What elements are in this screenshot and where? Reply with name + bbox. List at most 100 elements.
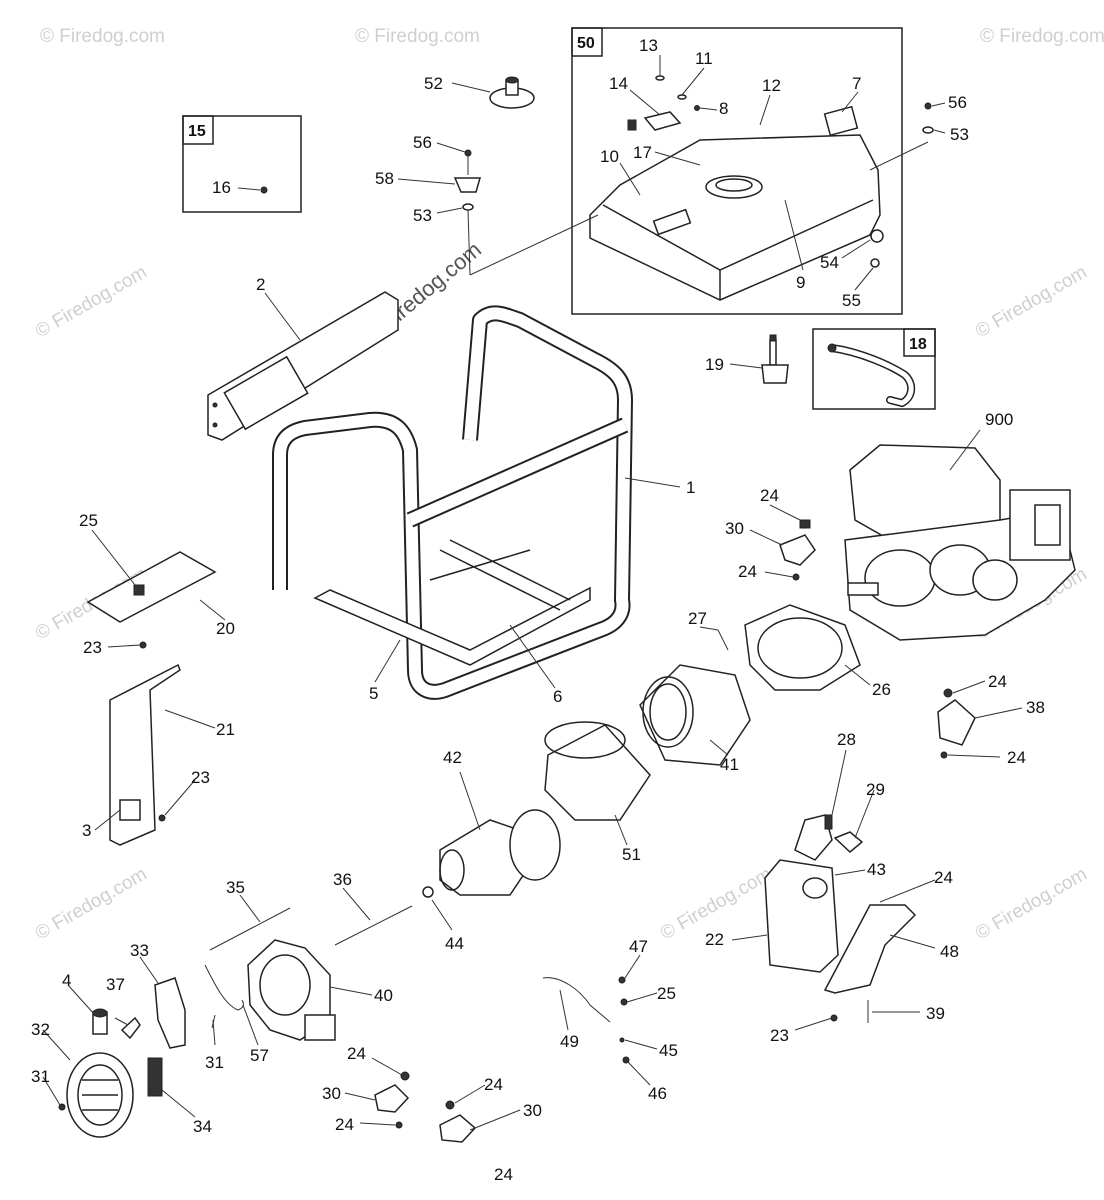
callout: 28 [837,730,856,749]
kit-box-label: 50 [577,35,595,52]
callout: 11 [695,49,713,68]
fuel-tank [589,75,929,301]
rotor [439,809,561,896]
callout: 24 [347,1044,366,1063]
callout: 39 [926,1004,945,1023]
callout: 44 [445,934,464,953]
callout: 5 [369,684,378,703]
callout: 19 [705,355,724,374]
watermark: © Firedog.com [40,26,165,47]
callout: 40 [374,986,393,1005]
callout: 49 [560,1032,579,1051]
kit-box-50: 50 [571,27,903,315]
callout: 25 [657,984,676,1003]
callout: 34 [193,1117,212,1136]
engine-mount [779,519,816,581]
callout: 36 [333,870,352,889]
watermark: © Firedog.com [32,864,151,945]
callout: 56 [948,93,967,112]
kit-box-label: 15 [188,123,206,140]
fuel-cap [489,76,535,109]
stator-cover [544,721,651,821]
kit-box-18: 18 [812,328,936,410]
callout: 41 [720,755,739,774]
callout: 35 [226,878,245,897]
callout: 55 [842,291,861,310]
watermark: © Firedog.com [32,262,151,343]
panel [86,551,217,623]
callout: 31 [31,1067,50,1086]
callout: 47 [629,937,648,956]
callout: 16 [212,178,231,197]
watermark: © Firedog.com [972,864,1091,945]
callout: 12 [762,76,781,95]
callout: 2 [256,275,265,294]
receptacle-part [92,1008,108,1035]
fuel-line-2 [827,343,916,408]
kit-box-label: 18 [909,336,927,353]
callout: 56 [413,133,432,152]
watermark: © Firedog.com [972,262,1091,343]
frame [272,305,633,700]
callout: 22 [705,930,724,949]
callout: 6 [553,687,562,706]
callout: 7 [852,74,861,93]
callout: 21 [216,720,235,739]
callout: 32 [31,1020,50,1039]
page-number: 24 [494,1165,513,1184]
callout: 14 [609,74,628,93]
callout: 46 [648,1084,667,1103]
callout: 42 [443,748,462,767]
watermark: © Firedog.com [355,26,480,47]
callout: 43 [867,860,886,879]
callout: 37 [106,975,125,994]
callout: 23 [770,1026,789,1045]
callout: 24 [738,562,757,581]
callout: 24 [988,672,1007,691]
callout: 20 [216,619,235,638]
kit-box-15: 15 [182,115,302,213]
callout: 24 [484,1075,503,1094]
callout: 17 [633,143,652,162]
callout: 27 [688,609,707,628]
callout: 48 [940,942,959,961]
callout: 30 [322,1084,341,1103]
end-bell [247,939,336,1041]
fuel-line [213,149,282,195]
callout: 24 [760,486,779,505]
stator [639,664,751,766]
callout: 24 [1007,748,1026,767]
callout: 3 [82,821,91,840]
side-panel [109,663,181,846]
callout: 23 [191,768,210,787]
callout: 30 [523,1101,542,1120]
callouts: 13 11 14 12 7 8 17 10 9 54 55 52 56 58 5… [31,36,1045,1136]
callout: 23 [83,638,102,657]
callout: 24 [934,868,953,887]
callout: 26 [872,680,891,699]
callout: 13 [639,36,658,55]
callout: 58 [375,169,394,188]
callout: 9 [796,273,805,292]
callout: 8 [719,99,728,118]
callout: 30 [725,519,744,538]
callout: 24 [335,1115,354,1134]
callout: 4 [62,971,71,990]
callout: 33 [130,941,149,960]
handle-bracket [207,291,399,441]
leader-lines [42,55,1023,1131]
callout: 38 [1026,698,1045,717]
callout: 57 [250,1046,269,1065]
callout: 54 [820,253,839,272]
watermark: © Firedog.com [980,26,1104,47]
engine [844,444,1076,641]
fuel-valve [761,334,789,384]
callout: 45 [659,1041,678,1060]
callout: 53 [413,206,432,225]
callout: 53 [950,125,969,144]
callout: 52 [424,74,443,93]
brush-cover [154,977,186,1049]
tank-hardware-left [453,102,934,276]
callout: 29 [866,780,885,799]
